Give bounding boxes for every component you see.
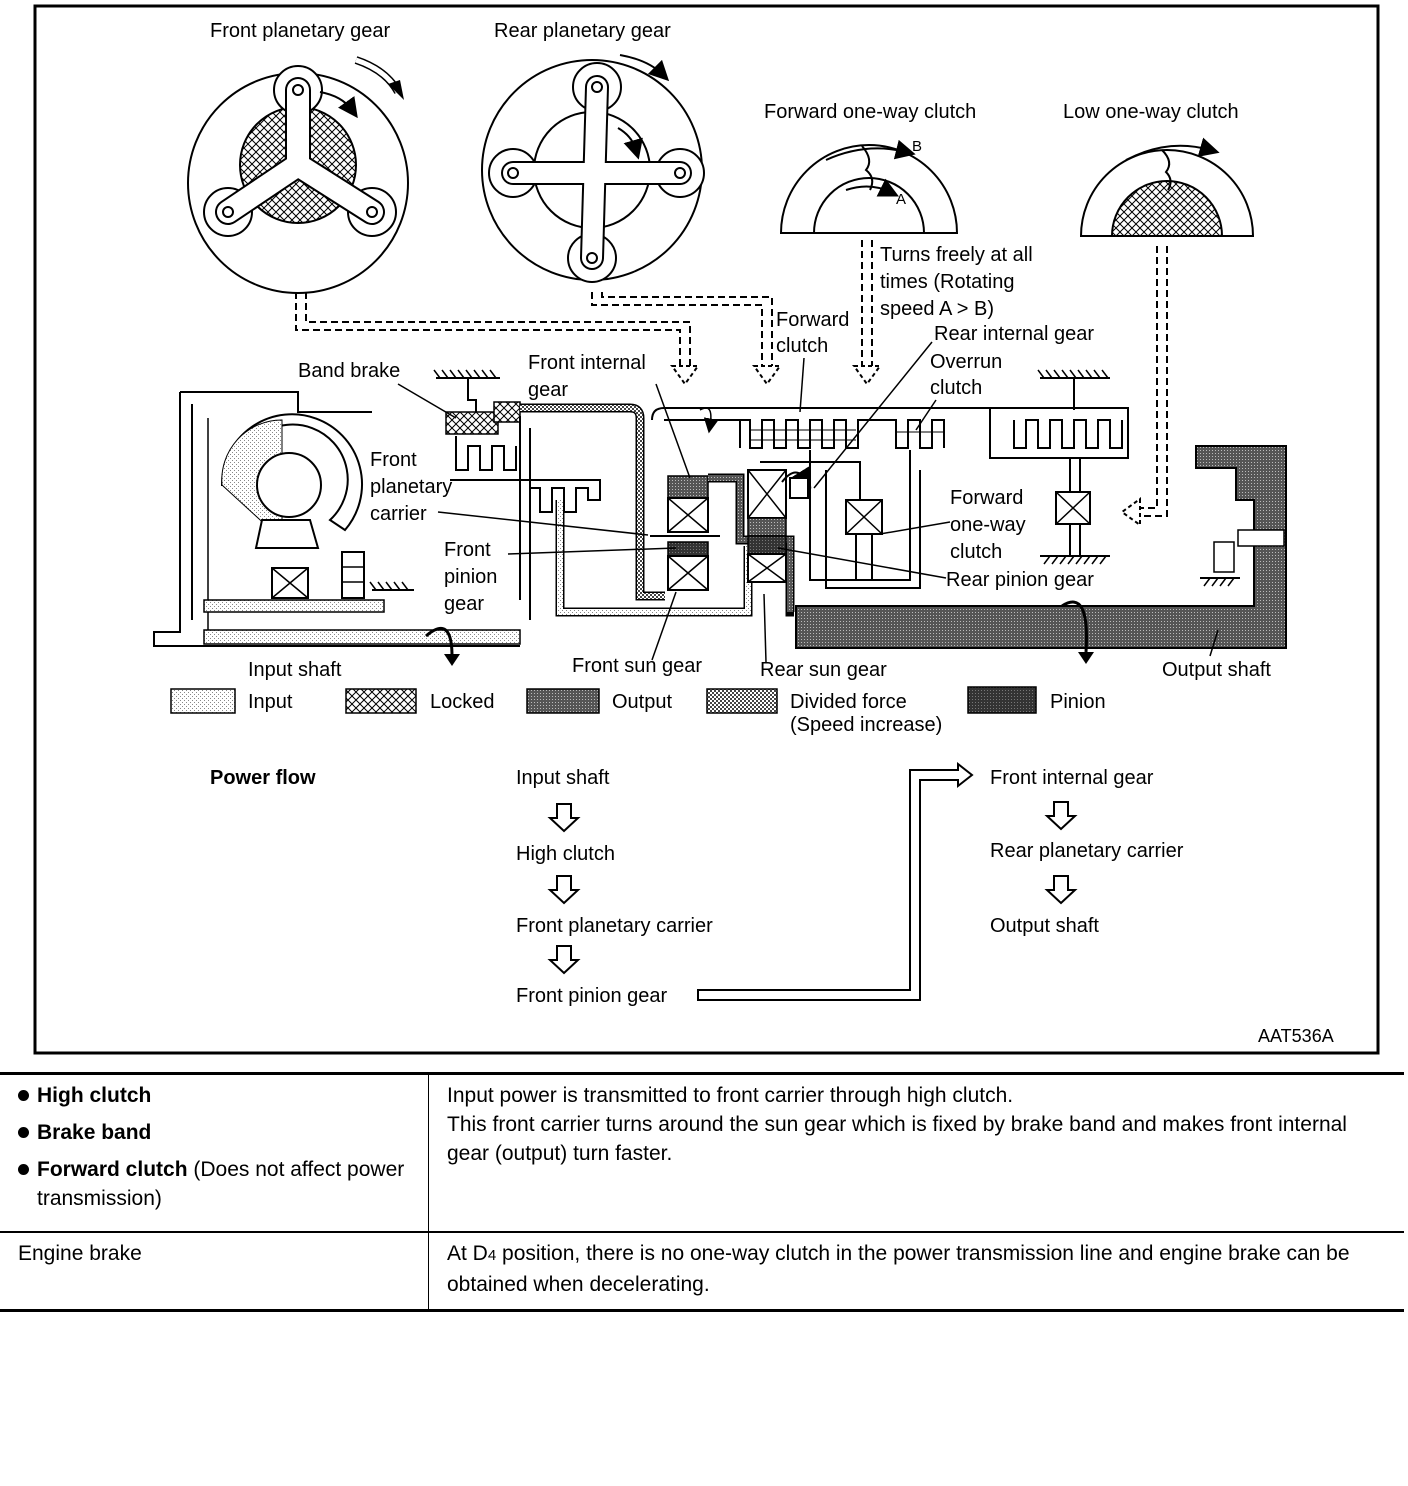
description-cell: Input power is transmitted to front carr… — [428, 1072, 1404, 1233]
rear-sun-gear-label: Rear sun gear — [760, 659, 887, 681]
bullet-icon — [18, 1164, 29, 1175]
forward-one-way-clutch-label-2: one-way — [950, 514, 1026, 536]
front-pinion-gear-label-2: pinion — [444, 566, 497, 588]
front-planetary-carrier-label-2: planetary — [370, 476, 452, 498]
overrun-clutch-label-1: Overrun — [930, 351, 1002, 373]
flow-down-arrow-icon — [547, 801, 1078, 975]
flow-left-1: Input shaft — [516, 767, 610, 789]
front-pinion-gear-label-1: Front — [444, 539, 491, 561]
info-table: High clutch Brake band Forward clutch (D… — [0, 1072, 1404, 1312]
transmission-cross-section — [153, 341, 1287, 666]
band-brake-label: Band brake — [298, 360, 400, 382]
rear-planetary-gear-icon — [481, 54, 705, 283]
front-sun-gear-label: Front sun gear — [572, 655, 702, 677]
front-planetary-carrier-label-1: Front — [370, 449, 417, 471]
flow-right-3: Output shaft — [990, 915, 1099, 937]
legend-input-label: Input — [248, 691, 293, 713]
forward-clutch-label-1: Forward — [776, 309, 849, 331]
transmission-diagram: Front planetary gear Rear planetary gear… — [33, 4, 1380, 1055]
engine-brake-description: At D4 position, there is no one-way clut… — [428, 1232, 1404, 1312]
input-shaft-label: Input shaft — [248, 659, 342, 681]
turns-freely-line-3: speed A > B) — [880, 298, 994, 320]
legend-divided-label-2: (Speed increase) — [790, 714, 942, 736]
bullet-icon — [18, 1090, 29, 1101]
legend-output-swatch — [526, 688, 600, 714]
turns-freely-line-1: Turns freely at all — [880, 244, 1033, 266]
legend-pinion-label: Pinion — [1050, 691, 1106, 713]
output-shaft-label: Output shaft — [1162, 659, 1271, 681]
legend-divided-swatch — [706, 688, 778, 714]
front-internal-gear-label-2: gear — [528, 379, 568, 401]
forward-one-way-clutch-title: Forward one-way clutch — [764, 101, 976, 123]
front-planetary-gear-label: Front planetary gear — [210, 20, 390, 42]
low-one-way-clutch-icon — [1079, 137, 1255, 237]
legend: Input Locked Output Divided force (Speed… — [170, 686, 1106, 736]
figure-code: AAT536A — [1258, 1026, 1334, 1046]
front-pinion-gear-label-3: gear — [444, 593, 484, 615]
dashed-connectors — [295, 240, 1168, 517]
description-line: Input power is transmitted to front carr… — [447, 1084, 1014, 1107]
front-planetary-gear-icon — [187, 56, 409, 294]
list-item: Forward clutch (Does not affect power tr… — [18, 1155, 414, 1213]
low-one-way-clutch-title: Low one-way clutch — [1063, 101, 1239, 123]
table-row: Engine brake At D4 position, there is no… — [0, 1232, 1404, 1312]
flow-left-2: High clutch — [516, 843, 615, 865]
legend-locked-swatch — [345, 688, 417, 714]
legend-locked-label: Locked — [430, 691, 495, 713]
figure-frame — [33, 4, 1380, 1055]
conditions-cell: High clutch Brake band Forward clutch (D… — [0, 1072, 429, 1233]
description-line: This front carrier turns around the sun … — [447, 1113, 1347, 1165]
legend-input-swatch — [170, 688, 236, 714]
flow-connector-arrow-icon — [697, 761, 974, 1001]
table-row: High clutch Brake band Forward clutch (D… — [0, 1072, 1404, 1233]
turns-freely-line-2: times (Rotating — [880, 271, 1015, 293]
front-internal-gear-label-1: Front internal — [528, 352, 646, 374]
power-flow-title: Power flow — [210, 767, 316, 789]
front-planetary-carrier-label-3: carrier — [370, 503, 427, 525]
rear-internal-gear-label: Rear internal gear — [934, 323, 1094, 345]
engine-brake-label: Engine brake — [0, 1232, 429, 1312]
forward-one-way-clutch-label-3: clutch — [950, 541, 1002, 563]
rear-pinion-gear-label: Rear pinion gear — [946, 569, 1094, 591]
flow-right-2: Rear planetary carrier — [990, 840, 1184, 862]
rear-planetary-gear-label: Rear planetary gear — [494, 20, 671, 42]
power-flow: Power flow Input shaft High clutch Front… — [210, 761, 1184, 1007]
legend-output-label: Output — [612, 691, 672, 713]
overrun-clutch-label-2: clutch — [930, 377, 982, 399]
list-item: Brake band — [18, 1118, 414, 1147]
forward-clutch-label-2: clutch — [776, 335, 828, 357]
letter-a-label: A — [896, 191, 906, 208]
forward-one-way-clutch-label-1: Forward — [950, 487, 1023, 509]
flow-left-3: Front planetary carrier — [516, 915, 713, 937]
flow-left-4: Front pinion gear — [516, 985, 668, 1007]
legend-pinion-swatch — [967, 686, 1037, 714]
letter-b-label: B — [912, 138, 922, 155]
dashed-arrow-heads — [670, 365, 1141, 527]
list-item: High clutch — [18, 1081, 414, 1110]
forward-one-way-clutch-icon — [779, 139, 959, 234]
legend-divided-label-1: Divided force — [790, 691, 907, 713]
bullet-icon — [18, 1127, 29, 1138]
flow-right-1: Front internal gear — [990, 767, 1154, 789]
